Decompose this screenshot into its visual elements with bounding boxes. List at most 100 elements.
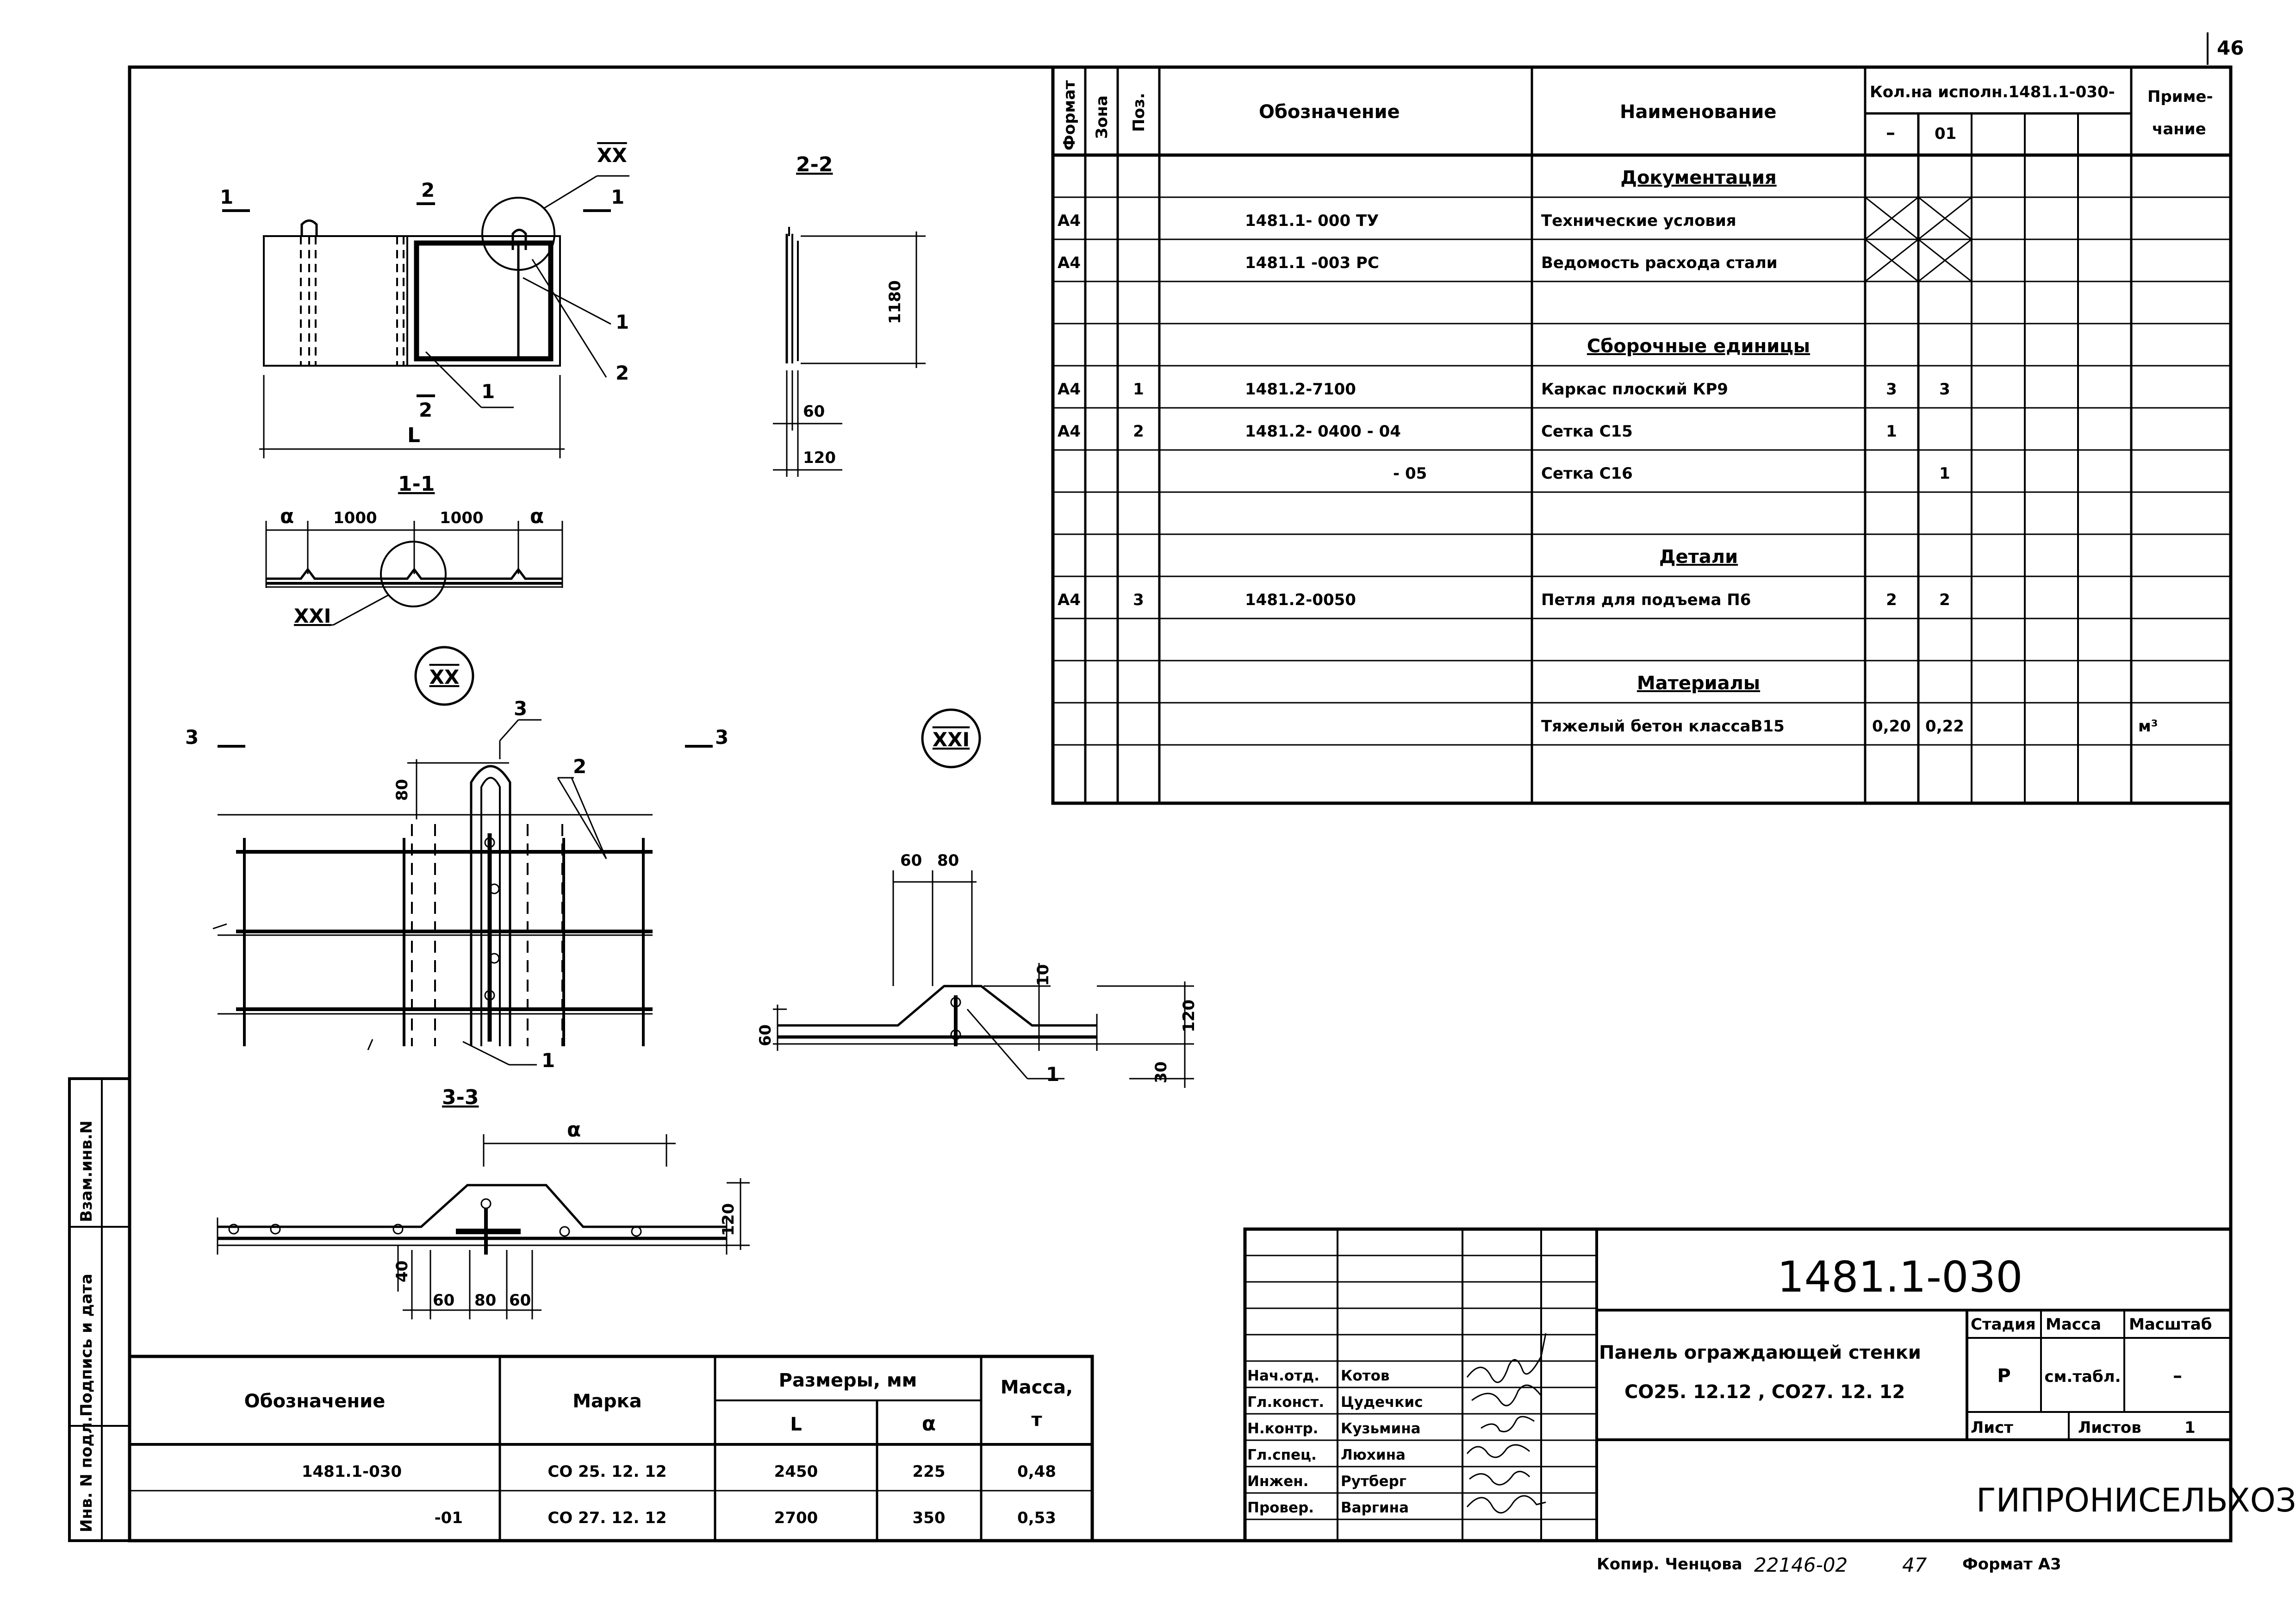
stage-label: Стадия [1971, 1315, 2036, 1334]
dim-1180: 1180 [886, 280, 904, 324]
spec-cell-format: А4 [1058, 254, 1081, 272]
dim-10-xxi: 10 [1034, 964, 1052, 986]
node-xx-marker-text: XX [429, 666, 460, 688]
pos-label: 2 [573, 755, 586, 778]
dim-60-xxi-left: 60 [756, 1024, 775, 1046]
dim-a-1-1-left: α [280, 505, 294, 528]
spec-cell-format: А4 [1058, 380, 1081, 399]
scale-value: – [2173, 1365, 2182, 1387]
spec-section-title: Сборочные единицы [1587, 336, 1810, 357]
dim-60-2-2: 60 [803, 402, 825, 421]
organization: ГИПРОНИСЕЛЬХОЗ [1976, 1481, 2296, 1519]
variants-header-designation: Обозначение [244, 1391, 386, 1412]
dim-80-xx: 80 [393, 779, 411, 801]
signer-role: Н.контр. [1247, 1420, 1318, 1437]
spec-cell-designation: - 05 [1393, 464, 1427, 483]
node-xxi-marker: XXI [921, 708, 981, 768]
spec-cell-qty-base: 2 [1886, 591, 1897, 609]
section-1-1 [265, 521, 563, 626]
spec-cell-designation: 1481.2- 0400 - 04 [1245, 422, 1401, 441]
variant-mark: СО 27. 12. 12 [548, 1509, 666, 1527]
dim-80-xxi: 80 [937, 851, 959, 870]
cut-mark-1-right: 1 [611, 186, 624, 208]
footer-number: 22146-02 [1754, 1554, 1848, 1576]
stage-value: Р [1997, 1365, 2010, 1387]
spec-cell-pos: 3 [1133, 591, 1144, 609]
spec-cell-name: Сетка С15 [1541, 422, 1633, 441]
signer-name: Варгина [1341, 1499, 1409, 1516]
spec-cell-designation: 1481.2-7100 [1245, 380, 1356, 399]
cut-mark-2-bottom: 2 [419, 399, 432, 421]
signer-name: Рутберг [1341, 1473, 1406, 1490]
spec-header-note-2: чание [2152, 120, 2206, 138]
cut-mark-3-left: 3 [185, 726, 199, 749]
spec-header-pos: Поз. [1130, 93, 1148, 132]
dim-40-3-3: 40 [393, 1261, 411, 1282]
pos-label: 2 [616, 362, 629, 384]
spec-cell-format: А4 [1058, 212, 1081, 230]
spec-cell-name: Ведомость расхода стали [1541, 254, 1778, 272]
sign-date-label: Подпись и дата [77, 1274, 96, 1417]
footer-format: Формат А3 [1962, 1555, 2061, 1574]
section-2-2 [773, 227, 926, 477]
variants-header-dims: Размеры, мм [779, 1370, 917, 1391]
variant-L: 2450 [774, 1462, 818, 1481]
cut-mark-3-right: 3 [715, 726, 728, 749]
scale-label: Масштаб [2129, 1315, 2212, 1334]
spec-section-title: Детали [1659, 546, 1738, 568]
spec-header-note-1: Приме- [2147, 87, 2213, 106]
mass-label: Масса [2046, 1315, 2101, 1334]
spec-cell-name: Сетка С16 [1541, 464, 1633, 483]
spec-header-qty: Кол.на исполн.1481.1-030- [1870, 83, 2115, 101]
spec-cell-qty-base: 3 [1886, 380, 1897, 399]
spec-cell-name: Петля для подъема П6 [1541, 591, 1751, 609]
variant-mark: СО 25. 12. 12 [548, 1462, 666, 1481]
signer-rows: Нач.отд.КотовГл.конст.ЦудечкисН.контр.Ку… [1247, 1368, 1423, 1516]
node-xx-detail [212, 719, 713, 1066]
spec-cell-name: Каркас плоский КР9 [1541, 380, 1728, 399]
vzam-label: Взам.инв.N [77, 1120, 96, 1222]
cut-mark-1-left: 1 [220, 186, 233, 208]
spec-cell-qty-01: 0,22 [1925, 717, 1964, 736]
dim-l-label: L [407, 424, 420, 447]
dim-1000-right: 1000 [440, 509, 484, 527]
signer-role: Гл.конст. [1247, 1394, 1324, 1411]
pos-label: 1 [541, 1049, 555, 1072]
sheet-label: Лист [1971, 1418, 2013, 1437]
side-stamp: Инв. N подл. Подпись и дата Взам.инв.N [68, 1077, 131, 1542]
view-1-1-title: 1-1 [398, 472, 435, 496]
variant-designation: 1481.1-030 [302, 1462, 402, 1481]
variants-header-mass-unit: т [1031, 1409, 1042, 1430]
spec-header-zone: Зона [1093, 95, 1111, 139]
signer-name: Кузьмина [1341, 1420, 1421, 1437]
node-xx-label: XX [597, 144, 627, 167]
variants-header-mass: Масса, [1001, 1377, 1073, 1398]
variants-header-L: L [790, 1414, 802, 1435]
variant-mass: 0,48 [1017, 1462, 1056, 1481]
spec-table-grid [1051, 65, 2233, 805]
spec-cell-qty-01: 3 [1939, 380, 1950, 399]
view-2-2-title: 2-2 [796, 153, 833, 176]
spec-cell-pos: 1 [1133, 380, 1144, 399]
signer-name: Котов [1341, 1368, 1390, 1384]
cut-mark-2-top: 2 [421, 179, 435, 201]
dim-120-3-3: 120 [719, 1203, 738, 1236]
node-xxi-detail [773, 870, 1194, 1088]
signer-role: Нач.отд. [1247, 1368, 1319, 1384]
footer-copy: Копир. Ченцова [1597, 1555, 1742, 1574]
spec-cell-note: м³ [2138, 717, 2158, 736]
dim-120-2-2: 120 [803, 449, 836, 467]
dim-60-3-3-left: 60 [433, 1291, 454, 1310]
spec-header-qty-base: – [1886, 122, 1895, 144]
footer-page: 47 [1902, 1554, 1927, 1576]
variants-header-a: α [922, 1412, 936, 1436]
document-title-line2: СО25. 12.12 , СО27. 12. 12 [1624, 1381, 1905, 1403]
dim-60-3-3-right: 60 [509, 1291, 531, 1310]
spec-cell-designation: 1481.1- 000 ТУ [1245, 212, 1379, 230]
spec-cell-format: А4 [1058, 422, 1081, 441]
dim-1000-left: 1000 [333, 509, 377, 527]
view-3-3-title: 3-3 [442, 1086, 479, 1109]
dim-a-3-3: α [567, 1118, 581, 1142]
pos-label: 1 [1046, 1063, 1059, 1086]
variants-header-mark: Марка [572, 1391, 642, 1412]
